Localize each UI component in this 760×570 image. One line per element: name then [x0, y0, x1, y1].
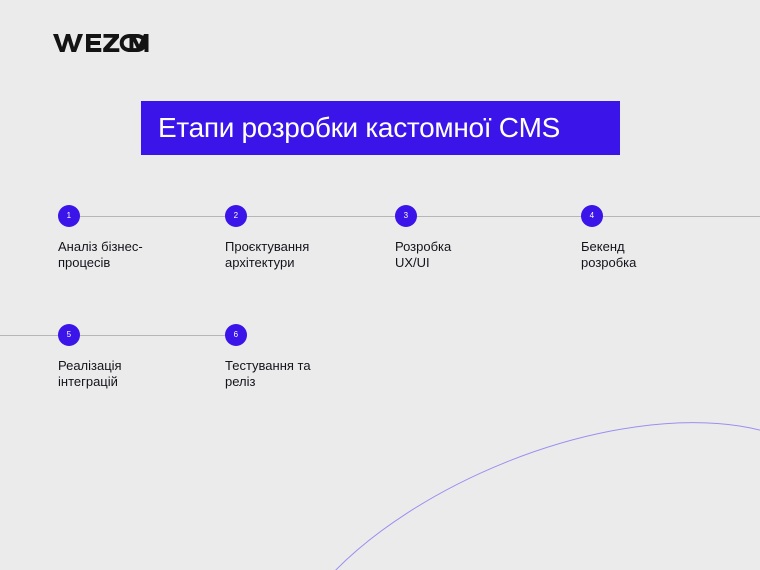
step-label: Тестування та реліз — [225, 358, 311, 389]
timeline-row-2: 5 Реалізація інтеграцій 6 Тестування та … — [0, 315, 760, 425]
step-label: Бекенд розробка — [581, 239, 637, 270]
step-marker-circle: 5 — [58, 324, 80, 346]
page-title: Етапи розробки кастомної CMS — [158, 112, 561, 143]
step-number: 1 — [66, 211, 72, 220]
step-number: 5 — [66, 330, 72, 339]
step-label: Проєктування архітектури — [225, 239, 310, 270]
step-marker-circle: 4 — [581, 205, 603, 227]
timeline-row-1: 1 Аналіз бізнес- процесів 2 Проєктування… — [0, 196, 760, 306]
step-marker-circle: 1 — [58, 205, 80, 227]
timeline-track-2 — [0, 335, 236, 336]
step-label: Аналіз бізнес- процесів — [58, 239, 143, 270]
step-label: Реалізація інтеграцій — [58, 358, 122, 389]
step-marker-circle: 2 — [225, 205, 247, 227]
step-marker-circle: 6 — [225, 324, 247, 346]
step-number: 6 — [233, 330, 239, 339]
wezom-wordmark-icon — [53, 34, 149, 52]
title-banner: Етапи розробки кастомної CMS — [141, 101, 620, 155]
step-marker-circle: 3 — [395, 205, 417, 227]
step-number: 3 — [403, 211, 409, 220]
step-label: Розробка UX/UI — [395, 239, 452, 270]
step-number: 2 — [233, 211, 239, 220]
step-number: 4 — [589, 211, 595, 220]
wezom-logo — [53, 30, 149, 56]
